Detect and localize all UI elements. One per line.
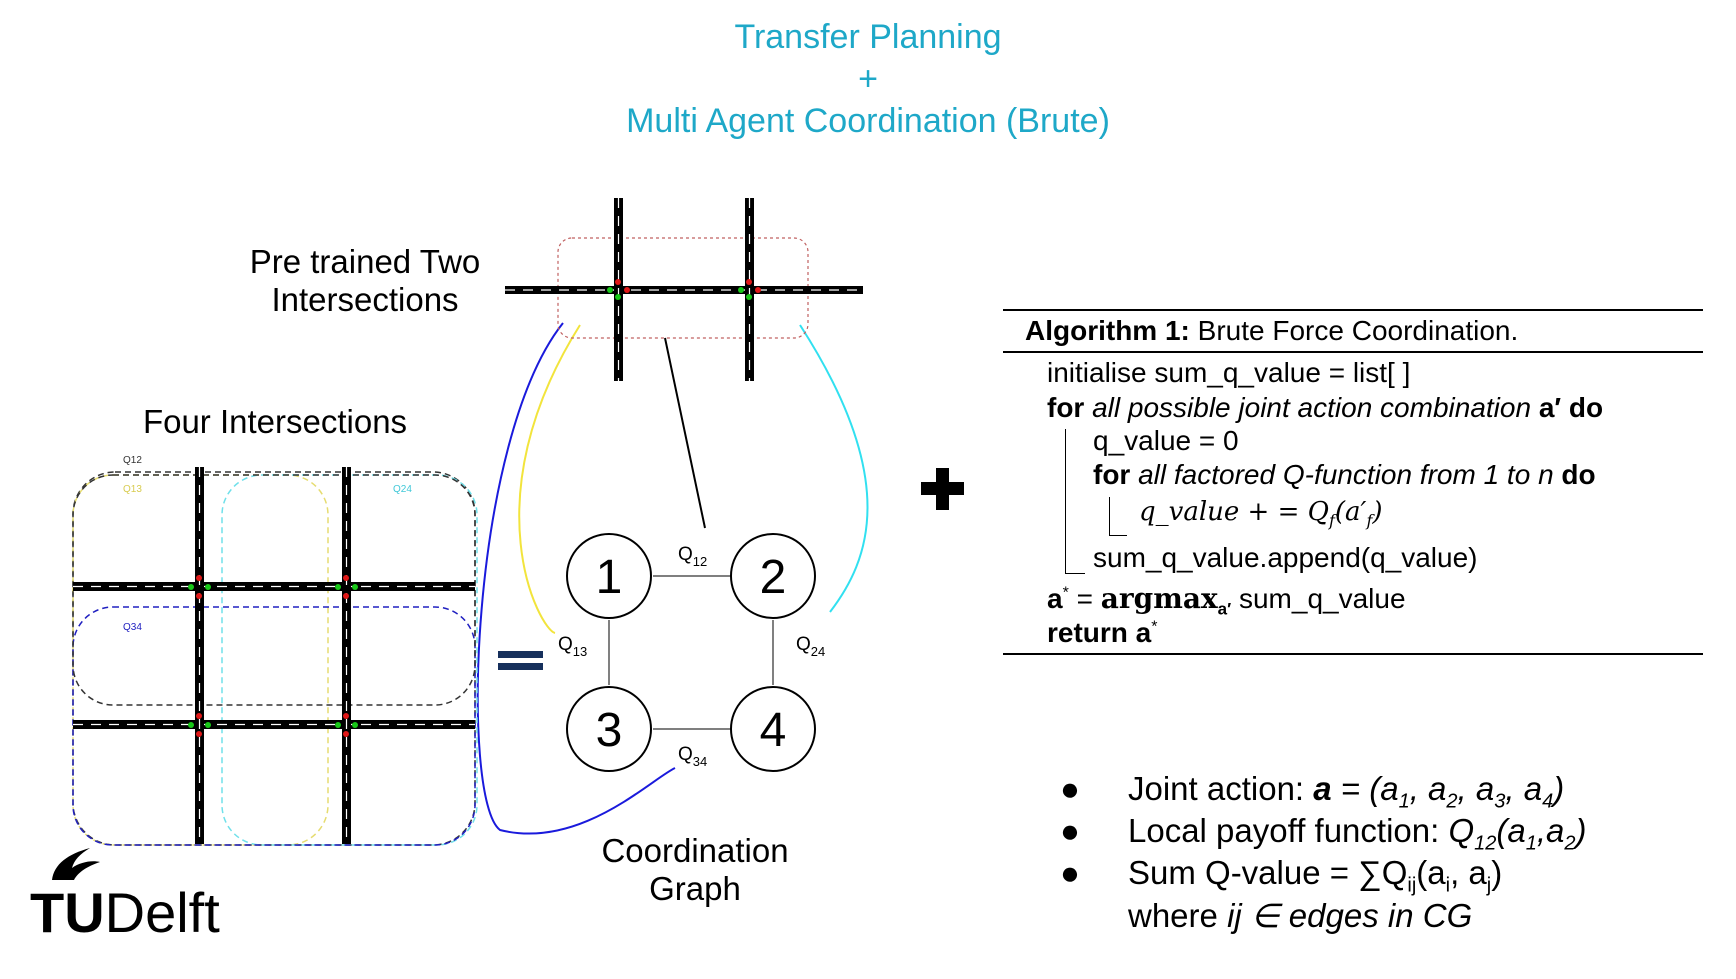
tudelft-logo: TUDelft	[30, 848, 220, 945]
connector-cyan	[799, 324, 869, 613]
bullet-dot-icon: ●	[1060, 854, 1080, 891]
algo-line-for1: for all possible joint action combinatio…	[1047, 392, 1604, 423]
graph-node-3: 3	[596, 704, 623, 757]
algo-line-for2: for all factored Q-function from 1 to n …	[1093, 459, 1596, 490]
connector-black	[664, 337, 706, 529]
algo-indent-tick-1	[1065, 573, 1085, 574]
region-label-q24: Q24	[393, 484, 412, 495]
algo-title: Algorithm 1: Brute Force Coordination.	[1025, 315, 1519, 346]
four-intersections-grid: Q12 Q13 Q24 Q34	[72, 455, 478, 846]
connector-yellow	[518, 324, 581, 634]
pretrained-label-line2: Intersections	[271, 281, 459, 318]
four-intersections-label: Four Intersections	[142, 403, 408, 440]
graph-node-1: 1	[596, 551, 623, 604]
region-label-q13: Q13	[123, 484, 142, 495]
region-q12-lower-box	[72, 474, 476, 706]
graph-node-1-circle	[566, 533, 652, 619]
algo-indent-guide-2	[1109, 497, 1110, 535]
coordination-graph: 1 2 3 4 Q12 Q13 Q24 Q34	[558, 533, 825, 772]
plus-sign	[921, 468, 964, 510]
title-plus: +	[858, 60, 878, 98]
algo-rule-bottom	[1003, 653, 1703, 655]
title-line2: Multi Agent Coordination (Brute)	[626, 102, 1110, 140]
bullet-dot-icon: ●	[1060, 770, 1080, 807]
cg-label-line1: Coordination	[601, 832, 789, 869]
graph-node-4-circle	[730, 686, 816, 772]
algo-line-init: initialise sum_q_value = list[ ]	[1047, 357, 1411, 388]
coordination-graph-label: Coordination Graph	[570, 832, 820, 908]
pretrained-two-intersections	[505, 198, 863, 381]
graph-node-3-circle	[566, 686, 652, 772]
region-q24-box	[221, 474, 478, 846]
algo-line-qvalue-init: q_value = 0	[1093, 425, 1239, 456]
cg-label-line2: Graph	[649, 870, 741, 907]
edge-label-q12: Q12	[678, 544, 707, 569]
pretrained-label: Pre trained Two Intersections	[225, 243, 505, 319]
edge-label-q34: Q34	[678, 744, 707, 769]
algo-line-argmax: a* = argmaxa′ sum_q_value	[1047, 582, 1406, 619]
region-q12-box	[72, 471, 476, 846]
pretrained-road-horizontal	[505, 286, 863, 294]
edge-label-q13: Q13	[558, 634, 587, 659]
algo-indent-tick-2	[1109, 535, 1127, 536]
algo-line-append: sum_q_value.append(q_value)	[1093, 542, 1478, 573]
pretrained-dotted-box	[557, 237, 809, 339]
algo-line-update: q_value + = Qf(a′f)	[1139, 497, 1383, 531]
algo-indent-guide-1	[1065, 429, 1066, 574]
algo-rule-top	[1003, 309, 1703, 311]
bullet-dot-icon: ●	[1060, 812, 1080, 849]
equals-sign	[498, 651, 543, 670]
logo-text-delft: Delft	[104, 881, 220, 944]
graph-node-2-circle	[730, 533, 816, 619]
region-label-q12: Q12	[123, 455, 142, 466]
title-line1: Transfer Planning	[734, 18, 1002, 56]
logo-text-tu: TU	[30, 881, 105, 944]
algo-line-return: return a*	[1047, 617, 1158, 648]
pretrained-label-line1: Pre trained Two	[249, 243, 481, 280]
flame-icon	[52, 848, 100, 880]
connector-blue	[476, 322, 676, 835]
algo-rule-mid	[1003, 351, 1703, 353]
graph-node-2: 2	[760, 551, 787, 604]
region-label-q34: Q34	[123, 622, 142, 633]
graph-node-4: 4	[760, 704, 787, 757]
edge-label-q24: Q24	[796, 634, 825, 659]
